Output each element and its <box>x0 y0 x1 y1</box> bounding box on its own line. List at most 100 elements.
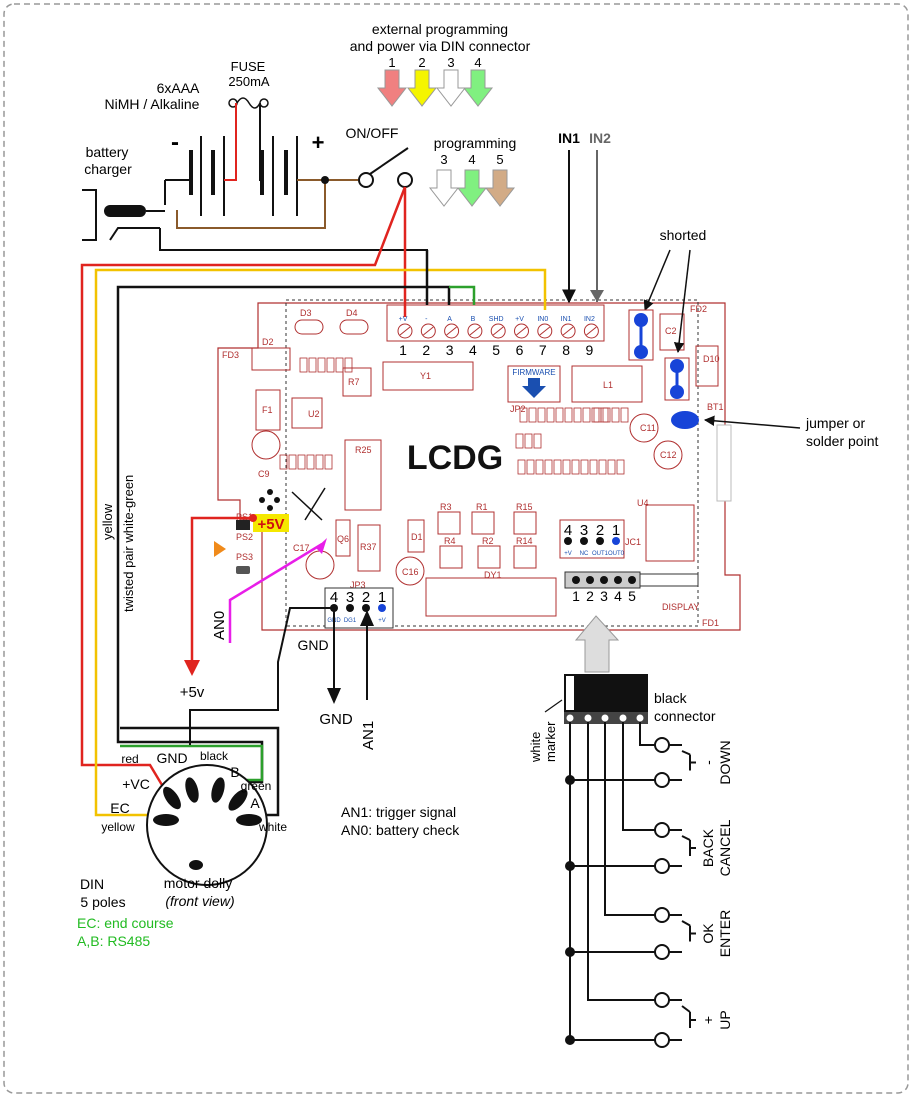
terminal-num: 8 <box>562 342 570 358</box>
terminal-num: 4 <box>469 342 477 358</box>
lcdg-board: D3 D4 D2 FD3 F1 U2 R7 Y1 L1 R25 D1 C16 C… <box>214 299 741 631</box>
comp-R14: R14 <box>516 536 533 546</box>
keypad-pin <box>584 714 592 722</box>
prog-label: programming <box>434 135 516 151</box>
comp-D4: D4 <box>346 308 358 318</box>
an1-label: AN1 <box>360 721 377 750</box>
yellow-wire-label: yellow <box>100 503 115 540</box>
plus5v-label: +5v <box>180 684 205 701</box>
jp3-num: 1 <box>378 589 386 606</box>
din-pin-vc: +VC <box>122 776 150 792</box>
display-pin <box>600 576 608 584</box>
battery-minus: - <box>171 129 179 156</box>
din-label-line2: 5 poles <box>80 894 125 910</box>
ext-arrow-3 <box>435 69 467 107</box>
plus5v-tag-text: +5V <box>257 516 284 533</box>
marker-line2: marker <box>543 721 558 762</box>
terminal-num: 2 <box>422 342 430 358</box>
terminal-label: IN1 <box>561 316 572 323</box>
comp-D2: D2 <box>262 337 274 347</box>
keypad-pin <box>636 714 644 722</box>
ext-num-4: 4 <box>474 55 481 70</box>
legend-ec: EC: end course <box>77 915 174 931</box>
terminal-num: 5 <box>492 342 500 358</box>
gnd-bottom-label: GND <box>319 711 353 728</box>
display-connector-arrow <box>574 615 620 673</box>
din-pins <box>153 777 262 870</box>
comp-JP2: JP2 <box>510 404 526 414</box>
terminal-num: 6 <box>516 342 524 358</box>
comp-JP3: JP3 <box>350 580 366 590</box>
green-wire-top <box>460 285 476 305</box>
comp-C12: C12 <box>660 450 677 460</box>
charger-line2: charger <box>84 161 132 177</box>
keypad-label-line1: OK <box>700 923 716 944</box>
junction-dot <box>565 775 575 785</box>
jc1-num: 4 <box>564 522 572 539</box>
red-wire <box>80 186 407 791</box>
junction-dot <box>565 861 575 871</box>
jc1-num: 1 <box>612 522 620 539</box>
ext-arrow-2 <box>406 69 438 107</box>
legend-ab: A,B: RS485 <box>77 933 150 949</box>
comp-R2: R2 <box>482 536 494 546</box>
comp-D3: D3 <box>300 308 312 318</box>
terminal-num: 7 <box>539 342 547 358</box>
jc1-label: +V <box>564 551 572 557</box>
comp-C2: C2 <box>665 326 677 336</box>
keypad-pin <box>566 714 574 722</box>
charger-line1: battery <box>86 144 129 160</box>
motor-line2: (front view) <box>165 893 234 909</box>
din-pin-ec: EC <box>110 800 129 816</box>
jc1-label: OUT0 <box>608 551 625 557</box>
terminal-label: SHD <box>489 316 504 323</box>
comp-FD1: FD1 <box>702 618 719 628</box>
ext-prog-line2: and power via DIN connector <box>350 38 531 54</box>
comp-L1: L1 <box>603 380 613 390</box>
comp-R25: R25 <box>355 445 372 455</box>
comp-U4: U4 <box>637 498 649 508</box>
ext-arrow-1 <box>376 69 408 107</box>
keypad-label-line2: ENTER <box>717 910 733 957</box>
in1-label: IN1 <box>558 130 580 146</box>
display-num: 4 <box>614 588 622 604</box>
marker-line1: white <box>528 732 543 763</box>
bt1-solder-point <box>671 411 699 429</box>
din-pin-a: A <box>250 795 260 811</box>
jumper-line1: jumper or <box>805 415 865 431</box>
terminal-label: +V <box>399 316 408 323</box>
jc1-label: NC <box>580 551 589 557</box>
comp-JC1: JC1 <box>625 537 641 547</box>
ext-num-3: 3 <box>447 55 454 70</box>
display-pin <box>614 576 622 584</box>
jumper-line2: solder point <box>806 433 878 449</box>
comp-C9: C9 <box>258 469 270 479</box>
comp-R4: R4 <box>444 536 456 546</box>
gnd-top-label: GND <box>297 637 328 653</box>
terminal-num: 3 <box>446 342 454 358</box>
comp-PS2: PS2 <box>236 532 253 542</box>
battery-line1: 6xAAA <box>157 80 200 96</box>
ext-num-1: 1 <box>388 55 395 70</box>
terminal-label: IN2 <box>584 316 595 323</box>
comp-DISPLAY: DISPLAY <box>662 602 699 612</box>
comp-BT1: BT1 <box>707 402 724 412</box>
comp-R37: R37 <box>360 542 377 552</box>
comp-D10: D10 <box>703 354 720 364</box>
junction-dot <box>565 947 575 957</box>
an0-note: AN0: battery check <box>341 822 460 838</box>
switch-label: ON/OFF <box>346 125 399 141</box>
display-num: 5 <box>628 588 636 604</box>
an1-note: AN1: trigger signal <box>341 804 456 820</box>
comp-Q6: Q6 <box>337 534 349 544</box>
din-pin-gnd: GND <box>156 750 187 766</box>
firmware-arrow-icon <box>522 378 546 398</box>
display-num: 1 <box>572 588 580 604</box>
black-connector <box>564 674 648 714</box>
keypad-label-line1: + <box>700 1016 716 1024</box>
wire-white-label: white <box>258 820 287 834</box>
jp3-pin <box>362 604 370 612</box>
keypad-label-line1: BACK <box>700 828 716 867</box>
terminal-label: +V <box>515 316 524 323</box>
